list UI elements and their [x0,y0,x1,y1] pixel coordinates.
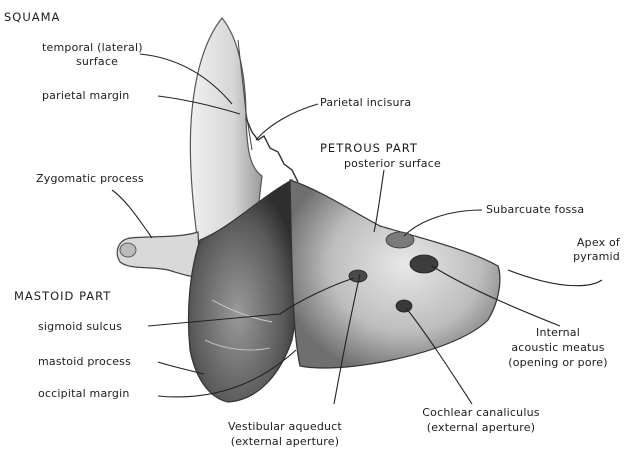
label-parietal-margin: parietal margin [42,89,129,102]
label-parietal-incisura: Parietal incisura [320,96,411,109]
subarcuate-fossa-mark [386,232,414,248]
label-internal-meatus-1: Internal [490,326,626,339]
label-squama: SQUAMA [4,11,60,24]
label-temporal-surface-1: temporal (lateral) [42,41,143,54]
vestibular-aqueduct-mark [349,270,367,282]
label-cochlear-2: (external aperture) [396,421,566,434]
leader-zygomatic [112,190,152,238]
label-mastoid-process: mastoid process [38,355,131,368]
label-petrous-part: PETROUS PART [320,142,418,155]
label-apex-1: Apex of [560,236,620,249]
internal-acoustic-meatus-mark [410,255,438,273]
label-vestibular-2: (external aperture) [200,435,370,448]
cochlear-canaliculus-mark [396,300,412,312]
label-mastoid-part: MASTOID PART [14,290,111,303]
label-cochlear-1: Cochlear canaliculus [396,406,566,419]
label-apex-2: pyramid [560,250,620,263]
leader-subarcuate [404,210,482,236]
label-posterior-surface: posterior surface [344,157,441,170]
label-occipital-margin: occipital margin [38,387,130,400]
label-vestibular-1: Vestibular aqueduct [200,420,370,433]
label-internal-meatus-2: acoustic meatus [490,341,626,354]
leader-posterior-surface [374,170,384,232]
petrous-part-shape [290,180,500,368]
leader-apex [508,270,602,286]
label-sigmoid-sulcus: sigmoid sulcus [38,320,122,333]
label-subarcuate-fossa: Subarcuate fossa [486,203,584,216]
label-zygomatic-process: Zygomatic process [36,172,144,185]
label-internal-meatus-3: (opening or pore) [490,356,626,369]
label-temporal-surface-2: surface [76,55,118,68]
leader-parietal-incisura [256,104,318,140]
